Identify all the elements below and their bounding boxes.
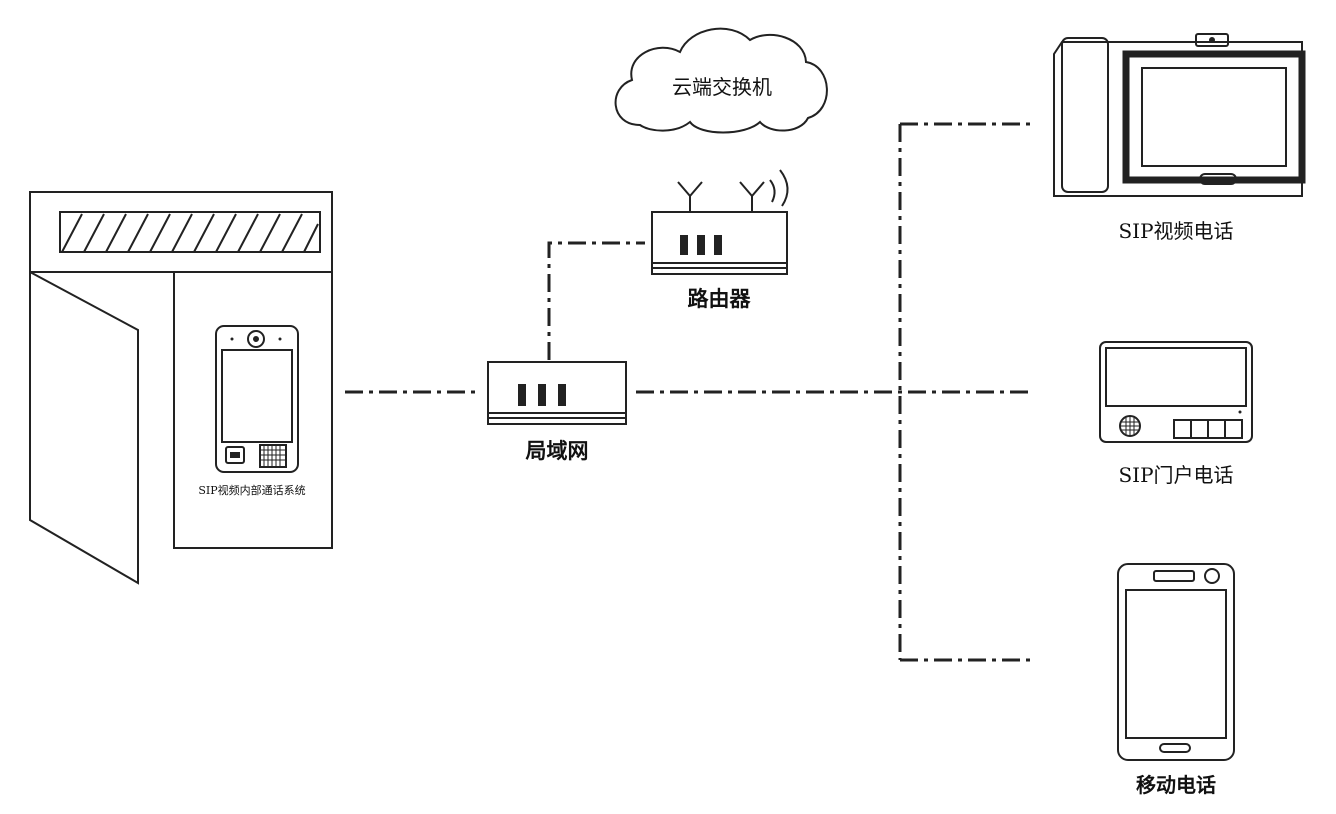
intercom-label: SIP视频内部通话系统 (198, 483, 305, 497)
wifi-signal-icon (769, 169, 789, 207)
lan-label: 局域网 (526, 438, 589, 463)
sip-video-phone: SIP视频电话 (1053, 33, 1306, 243)
intercom-panel (215, 325, 299, 473)
transom-hatching (61, 213, 319, 253)
door-phone-label: SIP门户电话 (1118, 463, 1233, 487)
cloud-shape (614, 27, 828, 134)
mobile-phone: 移动电话 (1117, 563, 1235, 797)
cloud-label: 云端交换机 (672, 75, 772, 99)
router: 路由器 (651, 169, 789, 311)
cloud-switch: 云端交换机 (614, 27, 828, 134)
lan-switch: 局域网 (487, 361, 627, 463)
video-phone-label: SIP视频电话 (1118, 219, 1233, 243)
mobile-label: 移动电话 (1136, 773, 1216, 797)
connection-lines (345, 122, 1032, 662)
open-door-leaf (29, 270, 139, 585)
door-building: SIP视频内部通话系统 (29, 191, 333, 585)
line-lan-to-router (547, 241, 645, 360)
sip-door-phone: SIP门户电话 (1099, 341, 1253, 487)
router-label: 路由器 (688, 286, 752, 311)
